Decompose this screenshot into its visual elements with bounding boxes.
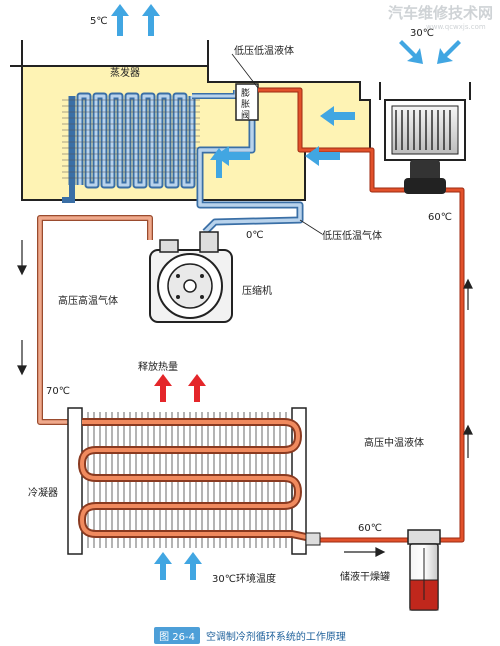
temp-compressor-out: 70℃: [46, 386, 70, 397]
airflow-arrows-blue: [111, 4, 461, 580]
label-compressor: 压缩机: [242, 284, 272, 297]
temp-evap-outlet: 0℃: [246, 230, 264, 241]
temp-condenser-out: 60℃: [358, 523, 382, 534]
figure-number: 图 26-4: [154, 626, 200, 644]
condenser: [67, 407, 321, 555]
label-high-pressure-liquid: 高压中温液体: [364, 436, 424, 449]
watermark: 汽车维修技术网 www.qcwxjs.com: [388, 4, 493, 31]
evaporator-fins: [62, 99, 200, 179]
figure-caption: 图 26-4 空调制冷剂循环系统的工作原理: [0, 624, 500, 646]
evaporator-coil-highlight: [78, 94, 194, 187]
compressor: [149, 231, 233, 323]
heat-release-arrows: [154, 374, 206, 402]
label-low-pressure-gas: 低压低温气体: [322, 229, 382, 242]
blower-fan: [379, 82, 471, 194]
svg-text:膨: 膨: [241, 87, 250, 99]
svg-text:胀: 胀: [241, 99, 250, 110]
leader-lines: [231, 53, 323, 235]
label-low-pressure-liquid: 低压低温液体: [234, 44, 294, 57]
temp-evaporator-air: 5℃: [90, 16, 108, 27]
svg-text:汽车维修技术网: 汽车维修技术网: [388, 4, 493, 22]
label-high-pressure-gas: 高压高温气体: [58, 294, 118, 307]
receiver-drier: [407, 529, 441, 611]
evaporator-housing-lip: [10, 40, 209, 67]
temp-after-fan: 60℃: [428, 212, 452, 223]
temp-condenser-inlet-air: 30℃: [410, 28, 434, 39]
label-receiver-drier: 储液干燥罐: [340, 570, 390, 583]
label-ambient-temp: 30℃环境温度: [212, 572, 276, 585]
label-heat-release: 释放热量: [138, 360, 178, 373]
flow-direction-arrows: [17, 240, 473, 557]
svg-text:阀: 阀: [241, 110, 250, 121]
label-evaporator: 蒸发器: [110, 66, 140, 79]
expansion-valve: 膨 胀 阀: [235, 83, 259, 121]
figure-title: 空调制冷剂循环系统的工作原理: [205, 631, 346, 643]
label-condenser: 冷凝器: [28, 486, 58, 499]
svg-text:www.qcwxjs.com: www.qcwxjs.com: [426, 23, 486, 31]
